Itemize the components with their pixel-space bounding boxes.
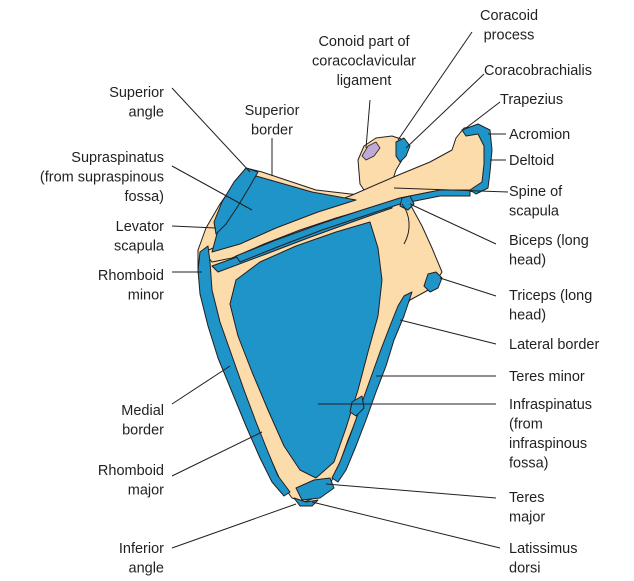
leader-trapezius	[466, 102, 500, 128]
label-spine-of-scapula: Spine of scapula	[509, 184, 563, 220]
label-infraspinatus-line: Infraspinatus	[509, 397, 592, 413]
label-biceps-long-head-line: head)	[509, 253, 546, 269]
label-triceps-long-head-line: head)	[509, 308, 546, 324]
leader-lateral-border	[400, 320, 496, 344]
label-conoid-part-line: ligament	[337, 73, 392, 89]
label-latissimus-dorsi-line: Latissimus	[509, 541, 578, 557]
label-latissimus-dorsi-line: dorsi	[509, 561, 540, 577]
label-rhomboid-minor-line: minor	[128, 288, 164, 304]
label-coracoid-process-line: process	[484, 28, 535, 44]
label-superior-border-line: border	[251, 123, 293, 139]
label-acromion-line: Acromion	[509, 127, 570, 143]
label-superior-angle-line: Superior	[109, 85, 164, 101]
label-coracoid-process: Coracoid process	[480, 8, 538, 44]
label-infraspinatus-line: fossa)	[509, 456, 549, 472]
leader-triceps	[440, 278, 496, 296]
label-infraspinatus-line: (from	[509, 417, 543, 433]
label-superior-border-line: Superior	[245, 103, 300, 119]
label-spine-of-scapula-line: scapula	[509, 204, 560, 220]
label-teres-minor-line: Teres minor	[509, 369, 585, 385]
label-rhomboid-minor-line: Rhomboid	[98, 268, 164, 284]
label-deltoid-line: Deltoid	[509, 153, 554, 169]
label-spine-of-scapula-line: Spine of	[509, 184, 563, 200]
label-trapezius-line: Trapezius	[500, 92, 563, 108]
label-levator-scapula-line: scapula	[114, 239, 165, 255]
label-latissimus-dorsi: Latissimus dorsi	[509, 541, 578, 577]
label-superior-angle: Superior angle	[109, 85, 164, 121]
label-supraspinatus-line: fossa)	[125, 189, 165, 205]
leader-teres-major	[326, 484, 496, 498]
label-rhomboid-major-line: major	[128, 483, 164, 499]
label-supraspinatus: Supraspinatus (from supraspinous fossa)	[40, 150, 164, 205]
leader-medial-border	[172, 366, 230, 404]
label-rhomboid-minor: Rhomboid minor	[98, 268, 164, 304]
leader-conoid	[366, 100, 370, 148]
leader-rhomboid-major	[172, 432, 262, 476]
label-levator-scapula-line: Levator	[116, 219, 165, 235]
label-deltoid: Deltoid	[509, 153, 554, 169]
label-infraspinatus-line: infraspinous	[509, 436, 587, 452]
label-teres-major: Teres major	[509, 490, 545, 526]
label-biceps-long-head: Biceps (long head)	[509, 233, 589, 269]
label-medial-border: Medial border	[121, 403, 164, 439]
label-conoid-part-line: coracoclavicular	[312, 54, 416, 70]
label-superior-border: Superior border	[245, 103, 300, 139]
label-inferior-angle: Inferior angle	[119, 541, 164, 577]
label-acromion: Acromion	[509, 127, 570, 143]
label-rhomboid-major-line: Rhomboid	[98, 463, 164, 479]
label-medial-border-line: border	[122, 423, 164, 439]
label-coracobrachialis: Coracobrachialis	[484, 63, 592, 79]
label-coracoid-process-line: Coracoid	[480, 8, 538, 24]
label-lateral-border-line: Lateral border	[509, 337, 599, 353]
label-superior-angle-line: angle	[129, 105, 164, 121]
label-triceps-long-head-line: Triceps (long	[509, 288, 592, 304]
label-conoid-part: Conoid part of coracoclavicular ligament	[312, 34, 416, 89]
label-teres-minor: Teres minor	[509, 369, 585, 385]
label-supraspinatus-line: Supraspinatus	[71, 150, 164, 166]
label-coracobrachialis-line: Coracobrachialis	[484, 63, 592, 79]
leader-superior-angle	[172, 88, 250, 172]
label-teres-major-line: Teres	[509, 490, 544, 506]
label-trapezius: Trapezius	[500, 92, 563, 108]
label-levator-scapula: Levator scapula	[114, 219, 165, 255]
label-triceps-long-head: Triceps (long head)	[509, 288, 592, 324]
coracobrachialis-area	[396, 138, 410, 162]
label-medial-border-line: Medial	[121, 403, 164, 419]
label-infraspinatus: Infraspinatus (from infraspinous fossa)	[509, 397, 592, 472]
label-inferior-angle-line: angle	[129, 561, 164, 577]
label-teres-major-line: major	[509, 510, 545, 526]
leader-latissimus	[312, 502, 500, 548]
label-biceps-long-head-line: Biceps (long	[509, 233, 589, 249]
label-inferior-angle-line: Inferior	[119, 541, 164, 557]
label-lateral-border: Lateral border	[509, 337, 599, 353]
leader-inferior-angle	[172, 504, 296, 548]
label-rhomboid-major: Rhomboid major	[98, 463, 164, 499]
label-supraspinatus-line: (from supraspinous	[40, 170, 164, 186]
label-conoid-part-line: Conoid part of	[318, 34, 410, 50]
